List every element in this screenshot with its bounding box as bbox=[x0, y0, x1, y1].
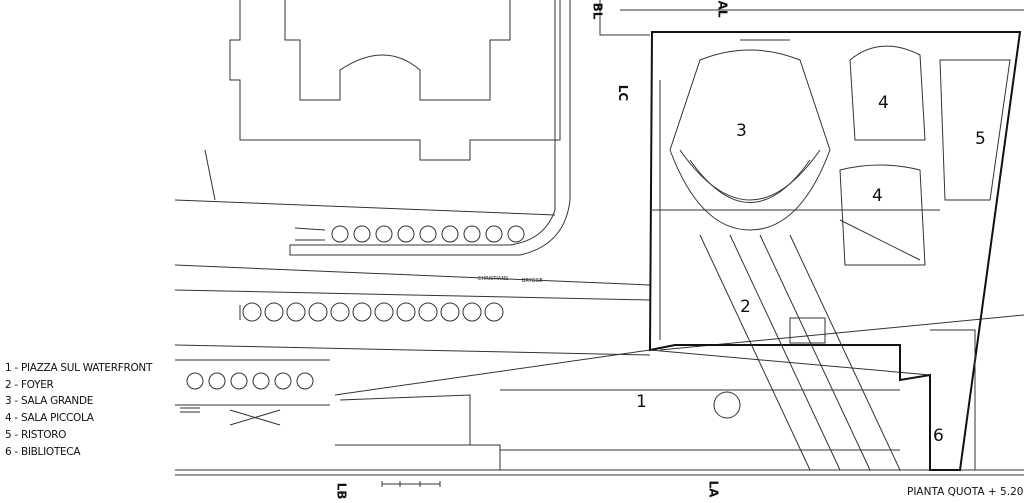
plan-caption: PIANTA QUOTA + 5.20 bbox=[907, 486, 1024, 498]
theatre-building bbox=[648, 31, 1022, 471]
label-sala-piccola-2: 4 bbox=[872, 186, 883, 206]
street-label-1: CHRISTIANS bbox=[478, 276, 509, 282]
legend: 1 - PIAZZA SUL WATERFRONT 2 - FOYER 3 - … bbox=[5, 360, 152, 460]
label-piazza: 1 bbox=[636, 392, 647, 412]
roads bbox=[174, 0, 1024, 476]
section-mark-la: LA bbox=[706, 480, 721, 498]
label-sala-piccola-1: 4 bbox=[878, 93, 889, 113]
section-mark-al: AL bbox=[715, 0, 730, 18]
label-ristoro: 5 bbox=[975, 129, 986, 149]
section-mark-lc: LC bbox=[616, 84, 631, 102]
scale-bar bbox=[381, 481, 441, 487]
legend-item: 4 - SALA PICCOLA bbox=[5, 412, 94, 425]
legend-item: 2 - FOYER bbox=[5, 378, 54, 391]
legend-item: 5 - RISTORO bbox=[5, 428, 67, 441]
section-mark-bl: BL bbox=[590, 2, 605, 20]
street-label-2: BRYGGE bbox=[522, 278, 543, 284]
label-biblioteca: 6 bbox=[933, 426, 944, 446]
existing-building bbox=[229, 0, 571, 256]
label-sala-grande: 3 bbox=[736, 121, 747, 141]
legend-item: 3 - SALA GRANDE bbox=[5, 395, 94, 408]
legend-item: 1 - PIAZZA SUL WATERFRONT bbox=[5, 362, 153, 374]
section-mark-lb: LB bbox=[334, 482, 349, 500]
legend-item: 6 - BIBLIOTECA bbox=[5, 445, 81, 458]
tree-rows bbox=[175, 225, 525, 406]
label-foyer: 2 bbox=[740, 297, 751, 317]
